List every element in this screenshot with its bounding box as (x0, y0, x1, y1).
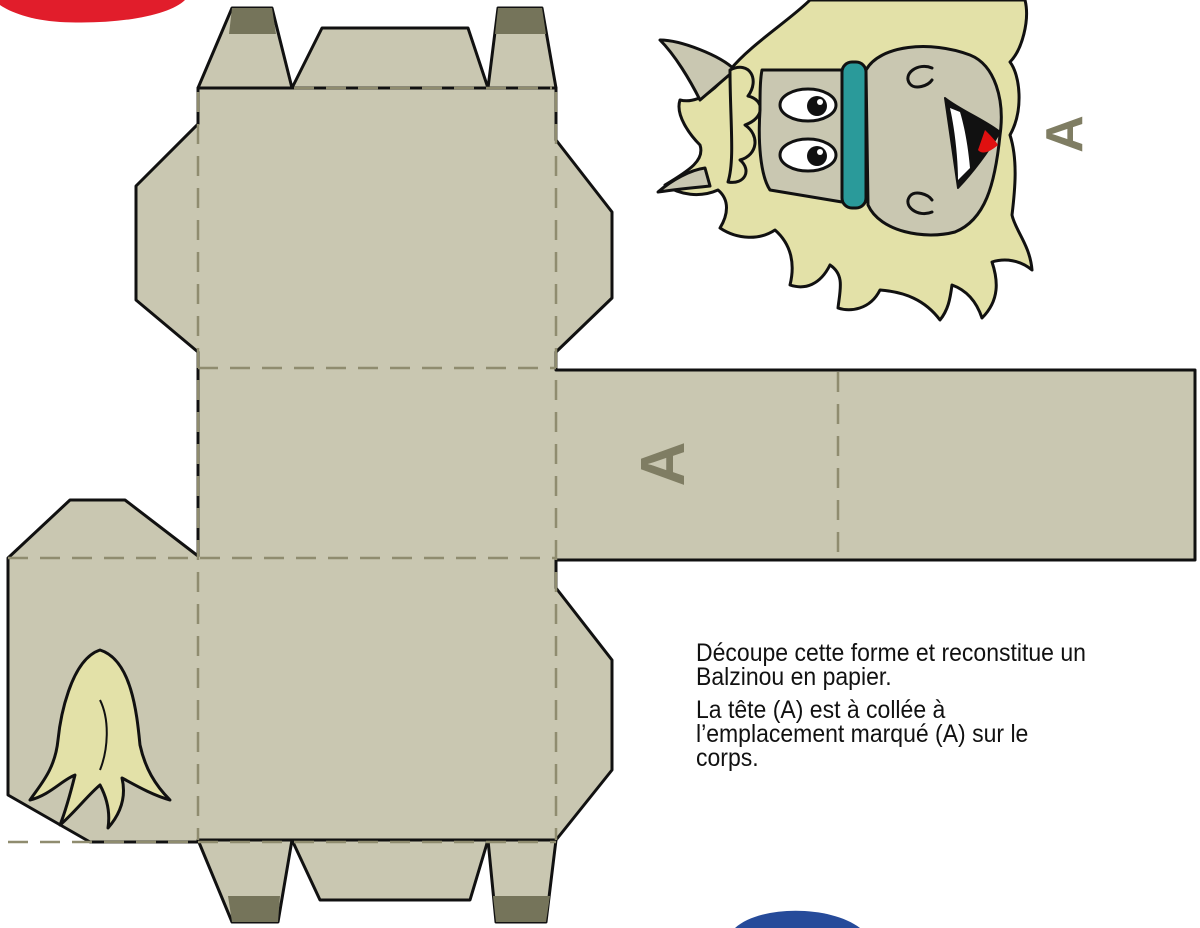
body-template: A (6, 6, 1197, 924)
red-corner-blob (0, 0, 185, 23)
collar (840, 60, 868, 210)
fold-lines (8, 86, 840, 844)
eye-icon (778, 87, 838, 123)
instructions-text: Découpe cette forme et reconstitue un Ba… (696, 641, 1092, 779)
instruction-line-1: Découpe cette forme et reconstitue un Ba… (696, 639, 1086, 691)
eye-icon (778, 137, 838, 173)
bottom-right-tab (486, 838, 558, 924)
head-mark-a: A (1036, 115, 1094, 153)
bottom-center-flap (290, 838, 490, 902)
top-left-tab (196, 6, 294, 90)
top-center-flap (290, 26, 490, 90)
bottom-left-tab (196, 838, 294, 924)
horse-tail-icon (28, 648, 172, 830)
blue-corner-blob (735, 910, 860, 928)
instruction-line-2: La tête (A) est à collée à l’emplacement… (696, 696, 1029, 772)
body-mark-a: A (629, 442, 698, 487)
top-right-tab (486, 6, 558, 90)
horse-head-icon: A (656, 0, 1094, 322)
